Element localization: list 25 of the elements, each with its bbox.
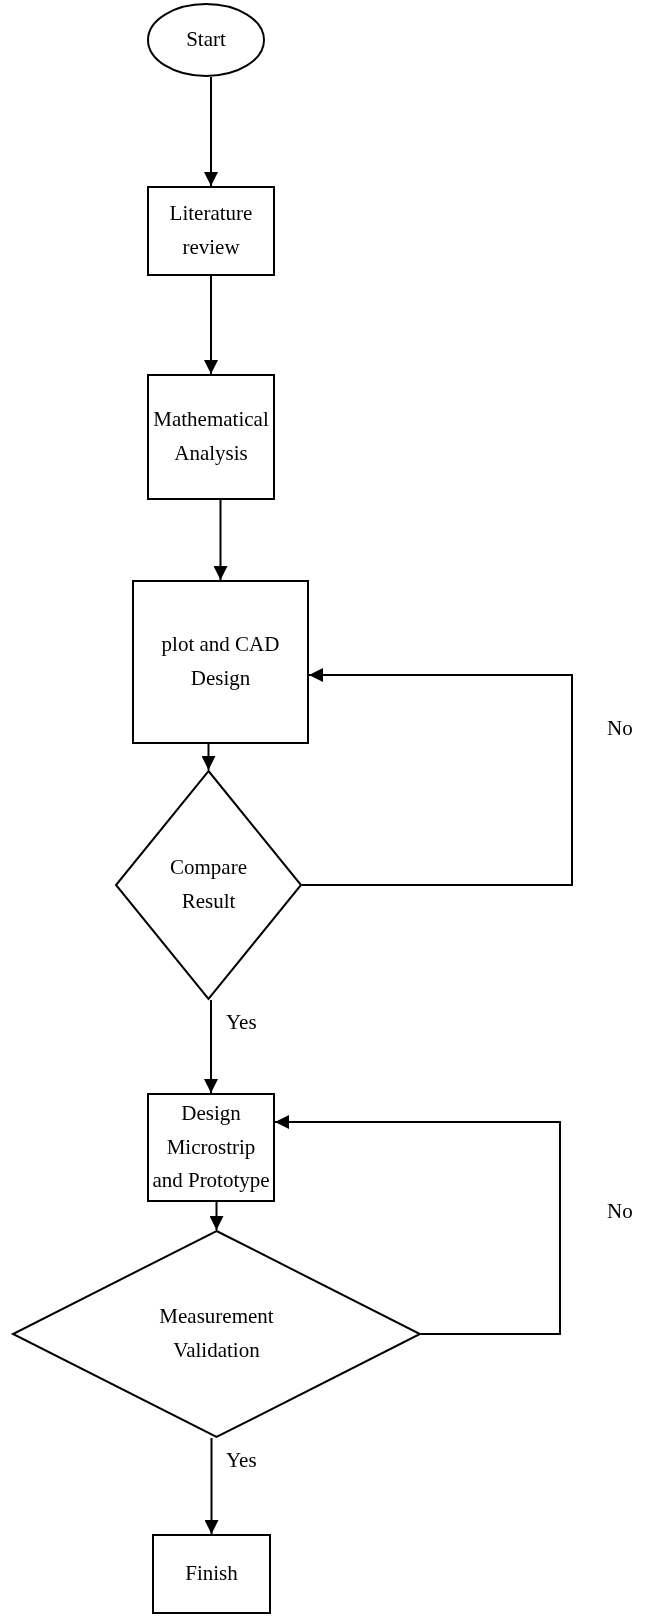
node-text: Mathematical Analysis xyxy=(152,406,270,467)
arrow xyxy=(213,499,228,581)
node-text: Compare Result xyxy=(169,854,248,915)
process-box xyxy=(147,1093,275,1202)
node-text: Start xyxy=(185,26,227,54)
arrow xyxy=(201,743,216,771)
process-box xyxy=(147,374,275,500)
arrow xyxy=(204,1437,219,1535)
arrow xyxy=(204,275,218,375)
arrow xyxy=(274,1115,561,1335)
start-ellipse xyxy=(147,3,265,77)
process-box xyxy=(152,1534,271,1614)
node-text: Literature review xyxy=(168,200,254,261)
node-text: Design Microstrip and Prototype xyxy=(151,1100,271,1195)
arrow xyxy=(301,668,573,886)
arrow xyxy=(204,76,218,187)
decision-diamond xyxy=(115,770,302,1000)
node-text: plot and CAD Design xyxy=(160,631,281,692)
process-box xyxy=(132,580,309,744)
arrow xyxy=(209,1201,224,1231)
arrow xyxy=(204,999,218,1094)
decision-diamond xyxy=(12,1230,421,1438)
node-text: Measurement Validation xyxy=(158,1303,275,1364)
process-box xyxy=(147,186,275,276)
node-text: Finish xyxy=(184,1560,239,1588)
